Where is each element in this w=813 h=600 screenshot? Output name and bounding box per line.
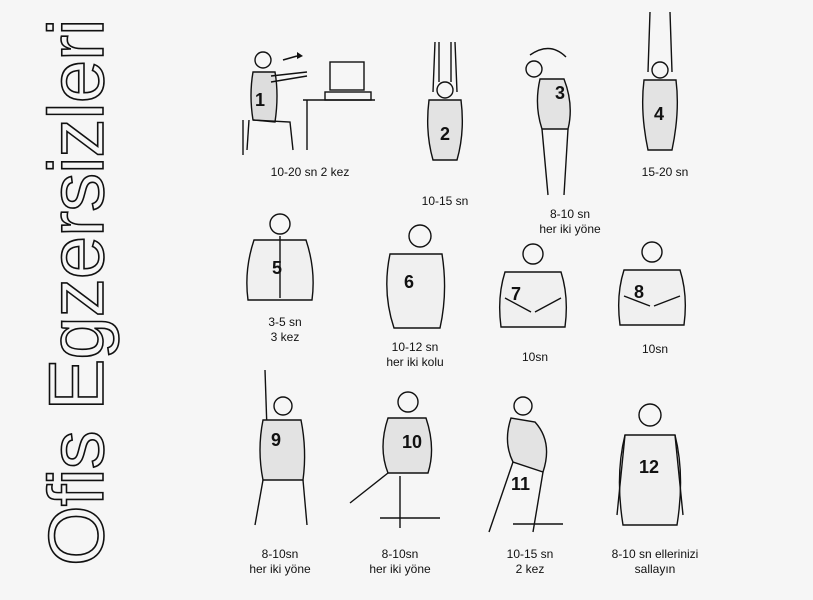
exercise-4-figure: 4 — [630, 11, 690, 152]
exercise-8-caption: 10sn — [641, 342, 669, 356]
exercise-8-number: 8 — [634, 282, 645, 302]
exercise-9-figure: 9 — [245, 369, 325, 535]
exercise-4-number: 4 — [654, 104, 665, 124]
exercise-9-illustration — [254, 369, 308, 526]
exercise-1-figure: 1 — [235, 50, 385, 160]
exercise-5-illustration — [246, 213, 314, 301]
exercise-5-number: 5 — [272, 258, 283, 278]
exercise-12-illustration — [616, 403, 684, 526]
exercise-12-figure: 12 — [605, 395, 695, 535]
exercise-3-illustration — [525, 47, 571, 196]
exercise-2-caption: 10-15 sn — [421, 194, 469, 208]
exercise-4-caption: 15-20 sn — [641, 165, 689, 179]
exercise-6-number: 6 — [404, 272, 415, 292]
exercise-1-number: 1 — [255, 90, 266, 110]
exercise-10-figure: 10 — [340, 388, 450, 533]
exercise-8-figure: 8 — [612, 240, 692, 330]
exercise-5-figure: 5 — [240, 210, 320, 305]
exercise-7-caption: 10sn — [521, 350, 549, 364]
exercise-7-number: 7 — [511, 284, 522, 304]
exercise-7-figure: 7 — [493, 242, 573, 332]
exercise-2-illustration — [426, 41, 464, 161]
exercise-3-figure: 3 — [520, 45, 600, 205]
exercise-3-number: 3 — [555, 83, 566, 103]
exercise-4-illustration — [641, 11, 679, 151]
page-title: Ofis Egzersizleri — [31, 19, 121, 567]
exercise-1-caption: 10-20 sn 2 kez — [270, 165, 350, 179]
exercise-10-number: 10 — [402, 432, 423, 452]
exercise-12-number: 12 — [639, 457, 660, 477]
exercise-2-figure: 2 — [415, 41, 475, 162]
exercise-2-number: 2 — [440, 124, 451, 144]
exercise-7-illustration — [498, 243, 568, 328]
exercise-9-number: 9 — [271, 430, 282, 450]
exercise-11-figure: 11 — [483, 392, 573, 537]
exercise-6-illustration — [386, 224, 446, 329]
exercise-8-illustration — [617, 241, 687, 326]
exercise-6-figure: 6 — [380, 222, 450, 332]
exercise-11-number: 11 — [511, 474, 531, 494]
exercise-1-illustration — [242, 51, 375, 155]
exercise-10-illustration — [349, 391, 440, 528]
exercise-11-illustration — [488, 396, 563, 533]
